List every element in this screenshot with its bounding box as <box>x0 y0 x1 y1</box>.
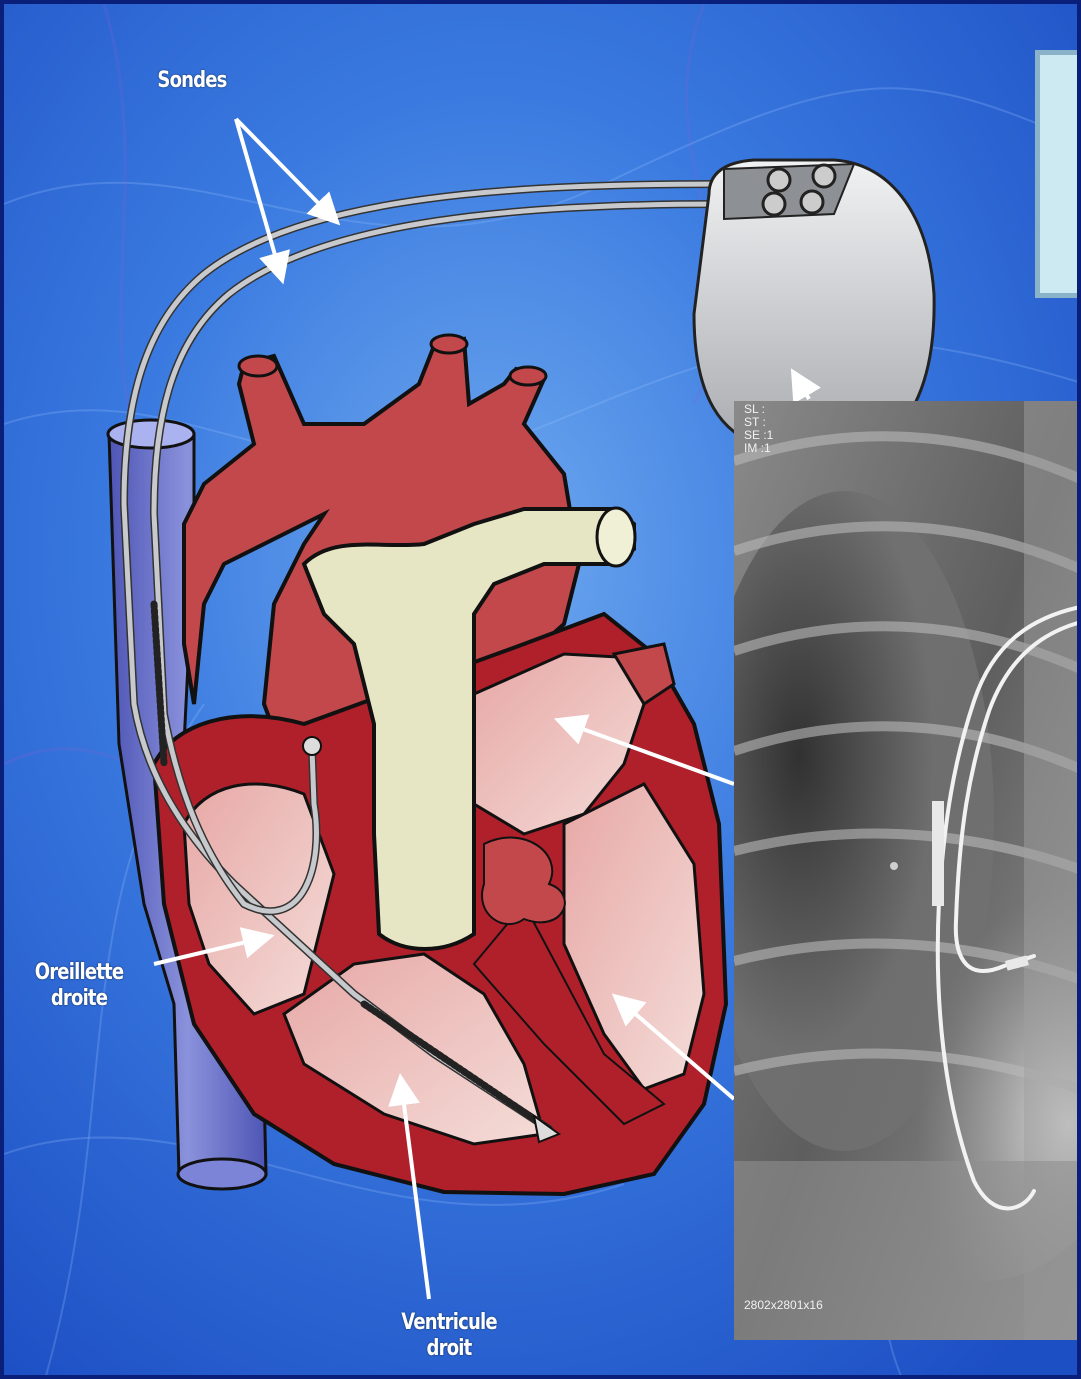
xray-meta-top: SL : ST : SE :1 IM :1 <box>744 403 773 455</box>
label-oreillette-droite: Oreillette droite <box>30 960 128 1012</box>
xray-radiograph-icon <box>734 401 1081 1340</box>
label-sondes: Sondes <box>151 68 233 94</box>
info-box <box>1035 50 1081 298</box>
xray-meta-bottom: 2802x2801x16 <box>744 1299 823 1312</box>
label-ventricule-droit: Ventricule droit <box>396 1310 503 1362</box>
xray-image: SL : ST : SE :1 IM :1 2802x2801x16 <box>734 401 1081 1340</box>
